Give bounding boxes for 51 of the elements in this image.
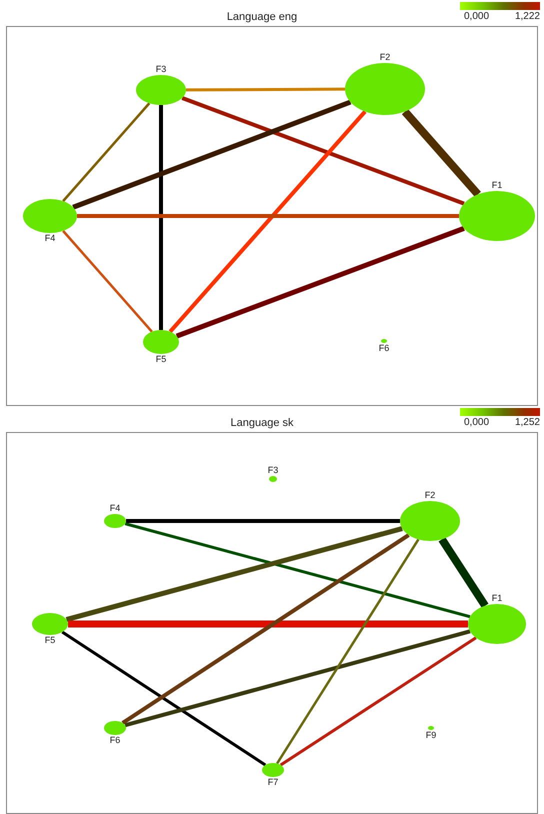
graph-node (459, 180, 535, 241)
graph-node (104, 721, 126, 746)
scale-min-label: 0,000 (464, 417, 490, 429)
edge-line (159, 105, 163, 330)
node-label: F9 (426, 730, 436, 741)
edge-line (61, 630, 266, 766)
node-label: F5 (44, 635, 56, 646)
node-label: F5 (156, 354, 166, 365)
edge-line (124, 522, 470, 618)
panel-title: Language sk (230, 416, 294, 430)
edge-line (72, 100, 352, 210)
node-label: F6 (378, 343, 390, 354)
edge-line (62, 230, 153, 332)
graph-node (32, 613, 68, 646)
node-label: F1 (492, 180, 502, 191)
edge-line (126, 519, 400, 523)
graph-node (23, 199, 77, 244)
edge-line (186, 88, 345, 92)
edge-line (77, 214, 459, 218)
edge-line (68, 620, 468, 628)
graph-node (104, 503, 126, 528)
edge-line (168, 110, 367, 333)
edge-line (66, 526, 403, 622)
edge-line (124, 629, 471, 728)
edge-line (438, 537, 488, 608)
edge-line (176, 226, 465, 338)
graph-node (468, 593, 526, 644)
edge-line (122, 533, 410, 725)
node-label: F2 (424, 490, 436, 501)
edge-line (276, 538, 420, 764)
edge-line (62, 102, 150, 202)
graph-node (262, 763, 284, 788)
node-label: F2 (380, 52, 390, 63)
scale-max-label: 1,222 (514, 11, 540, 23)
edge-line (402, 108, 481, 198)
graph-node (136, 64, 186, 105)
node-label: F3 (268, 465, 278, 476)
edge-line (182, 96, 465, 206)
node-label: F4 (110, 503, 120, 514)
panel-title: Language eng (226, 10, 298, 24)
scale-max-label: 1,252 (514, 417, 540, 429)
graph-node (400, 490, 460, 541)
graph-node (143, 330, 179, 365)
node-label: F7 (268, 777, 278, 788)
scale-min-label: 0,000 (464, 11, 490, 23)
node-label: F6 (110, 735, 120, 746)
node-label: F4 (44, 233, 56, 244)
edge-line (280, 636, 477, 766)
graph-node (345, 52, 425, 115)
node-label: F3 (156, 64, 166, 75)
node-label: F1 (492, 593, 502, 604)
